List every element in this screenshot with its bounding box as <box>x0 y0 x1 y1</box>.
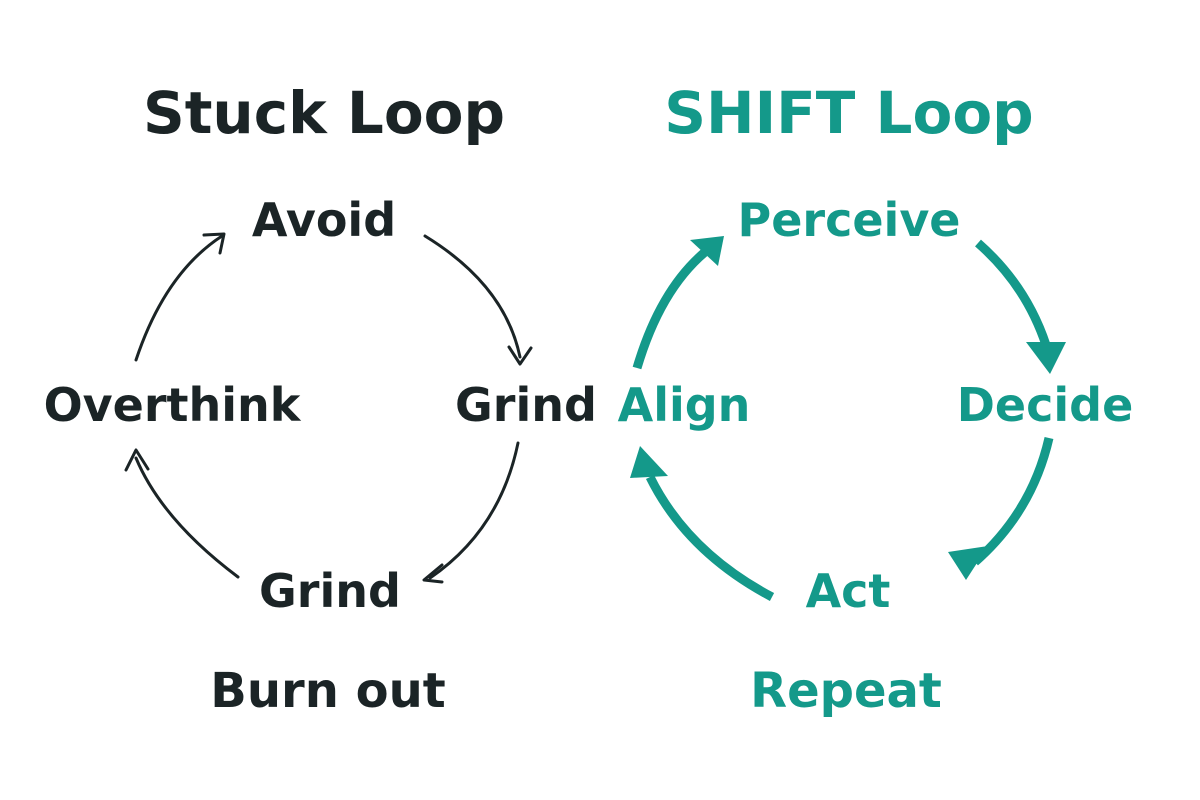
stuck-arc-avoid-to-grind <box>423 234 522 359</box>
stuck-loop-group: Stuck Loop Avoid Grind Grind Overthink B… <box>44 79 597 719</box>
stuck-node-grind-right: Grind <box>455 378 597 432</box>
shift-node-perceive: Perceive <box>737 193 960 247</box>
shift-arrowhead-bottom <box>948 546 988 580</box>
shift-loop-group: SHIFT Loop Perceive Decide Act Align Rep… <box>618 79 1134 719</box>
stuck-arrowhead-right <box>507 345 533 366</box>
shift-arc-perceive-to-decide <box>975 239 1051 347</box>
shift-node-align: Align <box>618 378 751 432</box>
stuck-arc-grind-to-overthink <box>134 456 240 579</box>
stuck-arc-overthink-to-avoid <box>134 234 224 362</box>
stuck-node-avoid: Avoid <box>252 193 396 247</box>
stuck-arc-grind-to-grind <box>428 441 520 580</box>
shift-node-decide: Decide <box>957 378 1134 432</box>
shift-loop-title: SHIFT Loop <box>664 79 1033 147</box>
stuck-loop-title: Stuck Loop <box>143 79 505 147</box>
stuck-node-overthink: Overthink <box>44 378 302 432</box>
shift-arc-decide-to-act <box>972 436 1054 566</box>
shift-arc-act-to-align <box>645 475 775 601</box>
stuck-arrowhead-top <box>202 232 226 255</box>
shift-loop-footer: Repeat <box>750 663 942 719</box>
shift-arrowhead-right <box>1026 342 1066 374</box>
shift-arrowhead-left <box>630 446 668 478</box>
shift-arrowhead-top <box>690 236 724 266</box>
shift-node-act: Act <box>806 564 891 618</box>
stuck-node-grind-bottom: Grind <box>259 564 401 618</box>
shift-arc-align-to-perceive <box>632 248 708 370</box>
stuck-loop-footer: Burn out <box>210 663 445 719</box>
stuck-arrowhead-bottom <box>422 563 444 584</box>
stuck-arrowhead-left <box>124 448 150 472</box>
